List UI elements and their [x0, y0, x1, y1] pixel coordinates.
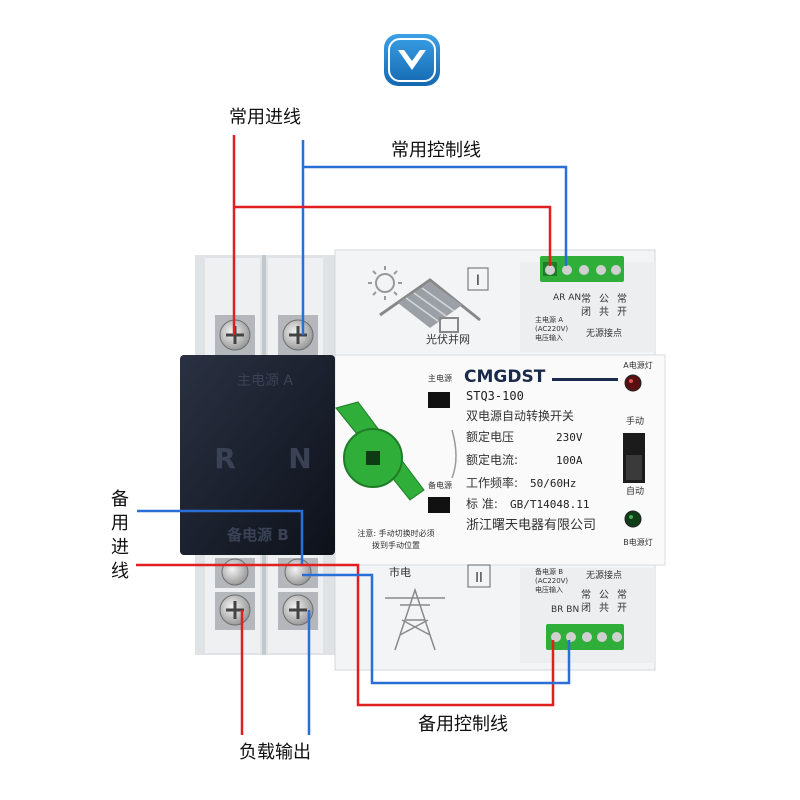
top-source-line: (AC220V) [535, 325, 568, 333]
cover-r-text: R [214, 442, 236, 475]
terminal-screw [215, 592, 255, 630]
top-dry-contact: 无源接点 [586, 327, 622, 339]
lamp-b [624, 510, 642, 528]
backup-source-text: 备电源 [428, 480, 452, 490]
bottom-dry-contact: 无源接点 [586, 569, 622, 581]
solar-label: 光伏并网 [426, 332, 470, 346]
backup-input-char: 线 [111, 561, 129, 582]
terminal-screw [278, 558, 318, 588]
spec-label: 额定电压 [466, 429, 514, 444]
roman-2-box [467, 564, 491, 588]
note-line: 注意: 手动切换时必须 [357, 528, 434, 538]
bottom-source-line: (AC220V) [535, 577, 568, 585]
spec-list: 额定电压 230V 额定电流: 100A 工作频率: 50/60Hz 标 准: … [466, 429, 589, 511]
manual-label: 手动 [626, 415, 644, 427]
backup-input-wires [136, 509, 304, 567]
roman-1: I [476, 273, 480, 289]
spec-value: GB/T14048.11 [510, 498, 589, 511]
spec-label: 额定电流: [466, 452, 518, 467]
rotary-knob[interactable] [335, 401, 425, 501]
spec-label: 标 准: [466, 497, 498, 511]
solar-house-icon: 光伏并网 [368, 266, 481, 346]
model-number: STQ3-100 [466, 389, 524, 403]
brand-underline [552, 378, 618, 381]
spec-value: 100A [556, 454, 583, 467]
top-source-line: 主电源 A [535, 315, 563, 324]
backup-control-wires [235, 563, 571, 707]
brand-logo: CMGDST [464, 367, 546, 387]
manufacturer: 浙江曙天电器有限公司 [466, 518, 596, 533]
contact-char: 公 [599, 294, 609, 305]
backup-input-char: 进 [111, 537, 129, 558]
contact-char: 开 [617, 307, 627, 318]
cover-top-text: 主电源 A [237, 373, 293, 389]
contact-char: 闭 [581, 305, 591, 318]
terminal-block-bottom [546, 624, 624, 650]
contact-char: 共 [599, 602, 609, 614]
contact-char: 常 [617, 292, 627, 305]
contact-char: 常 [581, 588, 591, 601]
bottom-source-text: 备电源 B (AC220V) 电压输入 [535, 567, 568, 594]
chevron-down-icon [384, 34, 440, 86]
terminal-block-top [540, 256, 624, 282]
lamp-b-label: B电源灯 [623, 537, 653, 547]
power-pylon-icon [385, 587, 445, 651]
top-source-text: 主电源 A (AC220V) 电压输入 [535, 315, 568, 342]
top-source-line: 电压输入 [535, 333, 563, 342]
main-control-label: 常用控制线 [391, 140, 481, 161]
terminal-screw [215, 558, 255, 588]
roman-1-box [467, 267, 489, 291]
cover-bottom-text: 备电源 B [226, 526, 289, 544]
contact-char: 开 [617, 603, 627, 614]
top-terms: AR AN [553, 293, 581, 303]
main-input-label: 常用进线 [229, 107, 301, 128]
rotation-arrow [451, 429, 457, 479]
bottom-terms: BR BN [551, 605, 579, 615]
grid-label: 市电 [389, 565, 411, 579]
top-contact-text: 常 公 常 闭 共 开 [581, 292, 627, 318]
roman-2: II [475, 571, 483, 586]
backup-control-label: 备用控制线 [418, 714, 508, 735]
load-output-wires [240, 610, 311, 735]
contact-char: 闭 [581, 601, 591, 614]
main-source-text: 主电源 [428, 373, 452, 383]
terminal-screw [278, 592, 318, 630]
spec-value: 50/60Hz [530, 477, 576, 490]
product-name: 双电源自动转换开关 [466, 408, 574, 423]
contact-char: 共 [599, 306, 609, 318]
spec-label: 工作频率: [466, 475, 518, 490]
main-indicator [428, 392, 450, 408]
terminal-screw [278, 315, 318, 355]
lamp-a-label: A电源灯 [623, 360, 652, 370]
backup-input-label: 备 用 进 线 [111, 489, 129, 582]
bottom-source-line: 备电源 B [535, 567, 563, 576]
backup-indicator [428, 497, 450, 513]
contact-char: 常 [617, 588, 627, 601]
spec-value: 230V [556, 431, 583, 444]
mode-switch[interactable] [623, 433, 645, 483]
bottom-contact-text: 常 公 常 闭 共 开 [581, 588, 627, 614]
contact-char: 公 [599, 590, 609, 601]
cover-n-text: N [288, 442, 311, 475]
backup-input-char: 用 [111, 513, 129, 534]
bottom-source-line: 电压输入 [535, 585, 563, 594]
auto-label: 自动 [626, 485, 644, 497]
load-output-label: 负载输出 [239, 742, 311, 763]
note-line: 拨到手动位置 [372, 540, 420, 550]
lamp-a [624, 374, 642, 392]
main-control-wires [234, 165, 568, 266]
contact-char: 常 [581, 292, 591, 305]
backup-input-char: 备 [111, 489, 129, 510]
breaker-cover: 主电源 A R N 备电源 B [180, 355, 335, 555]
main-input-wires [232, 135, 305, 335]
